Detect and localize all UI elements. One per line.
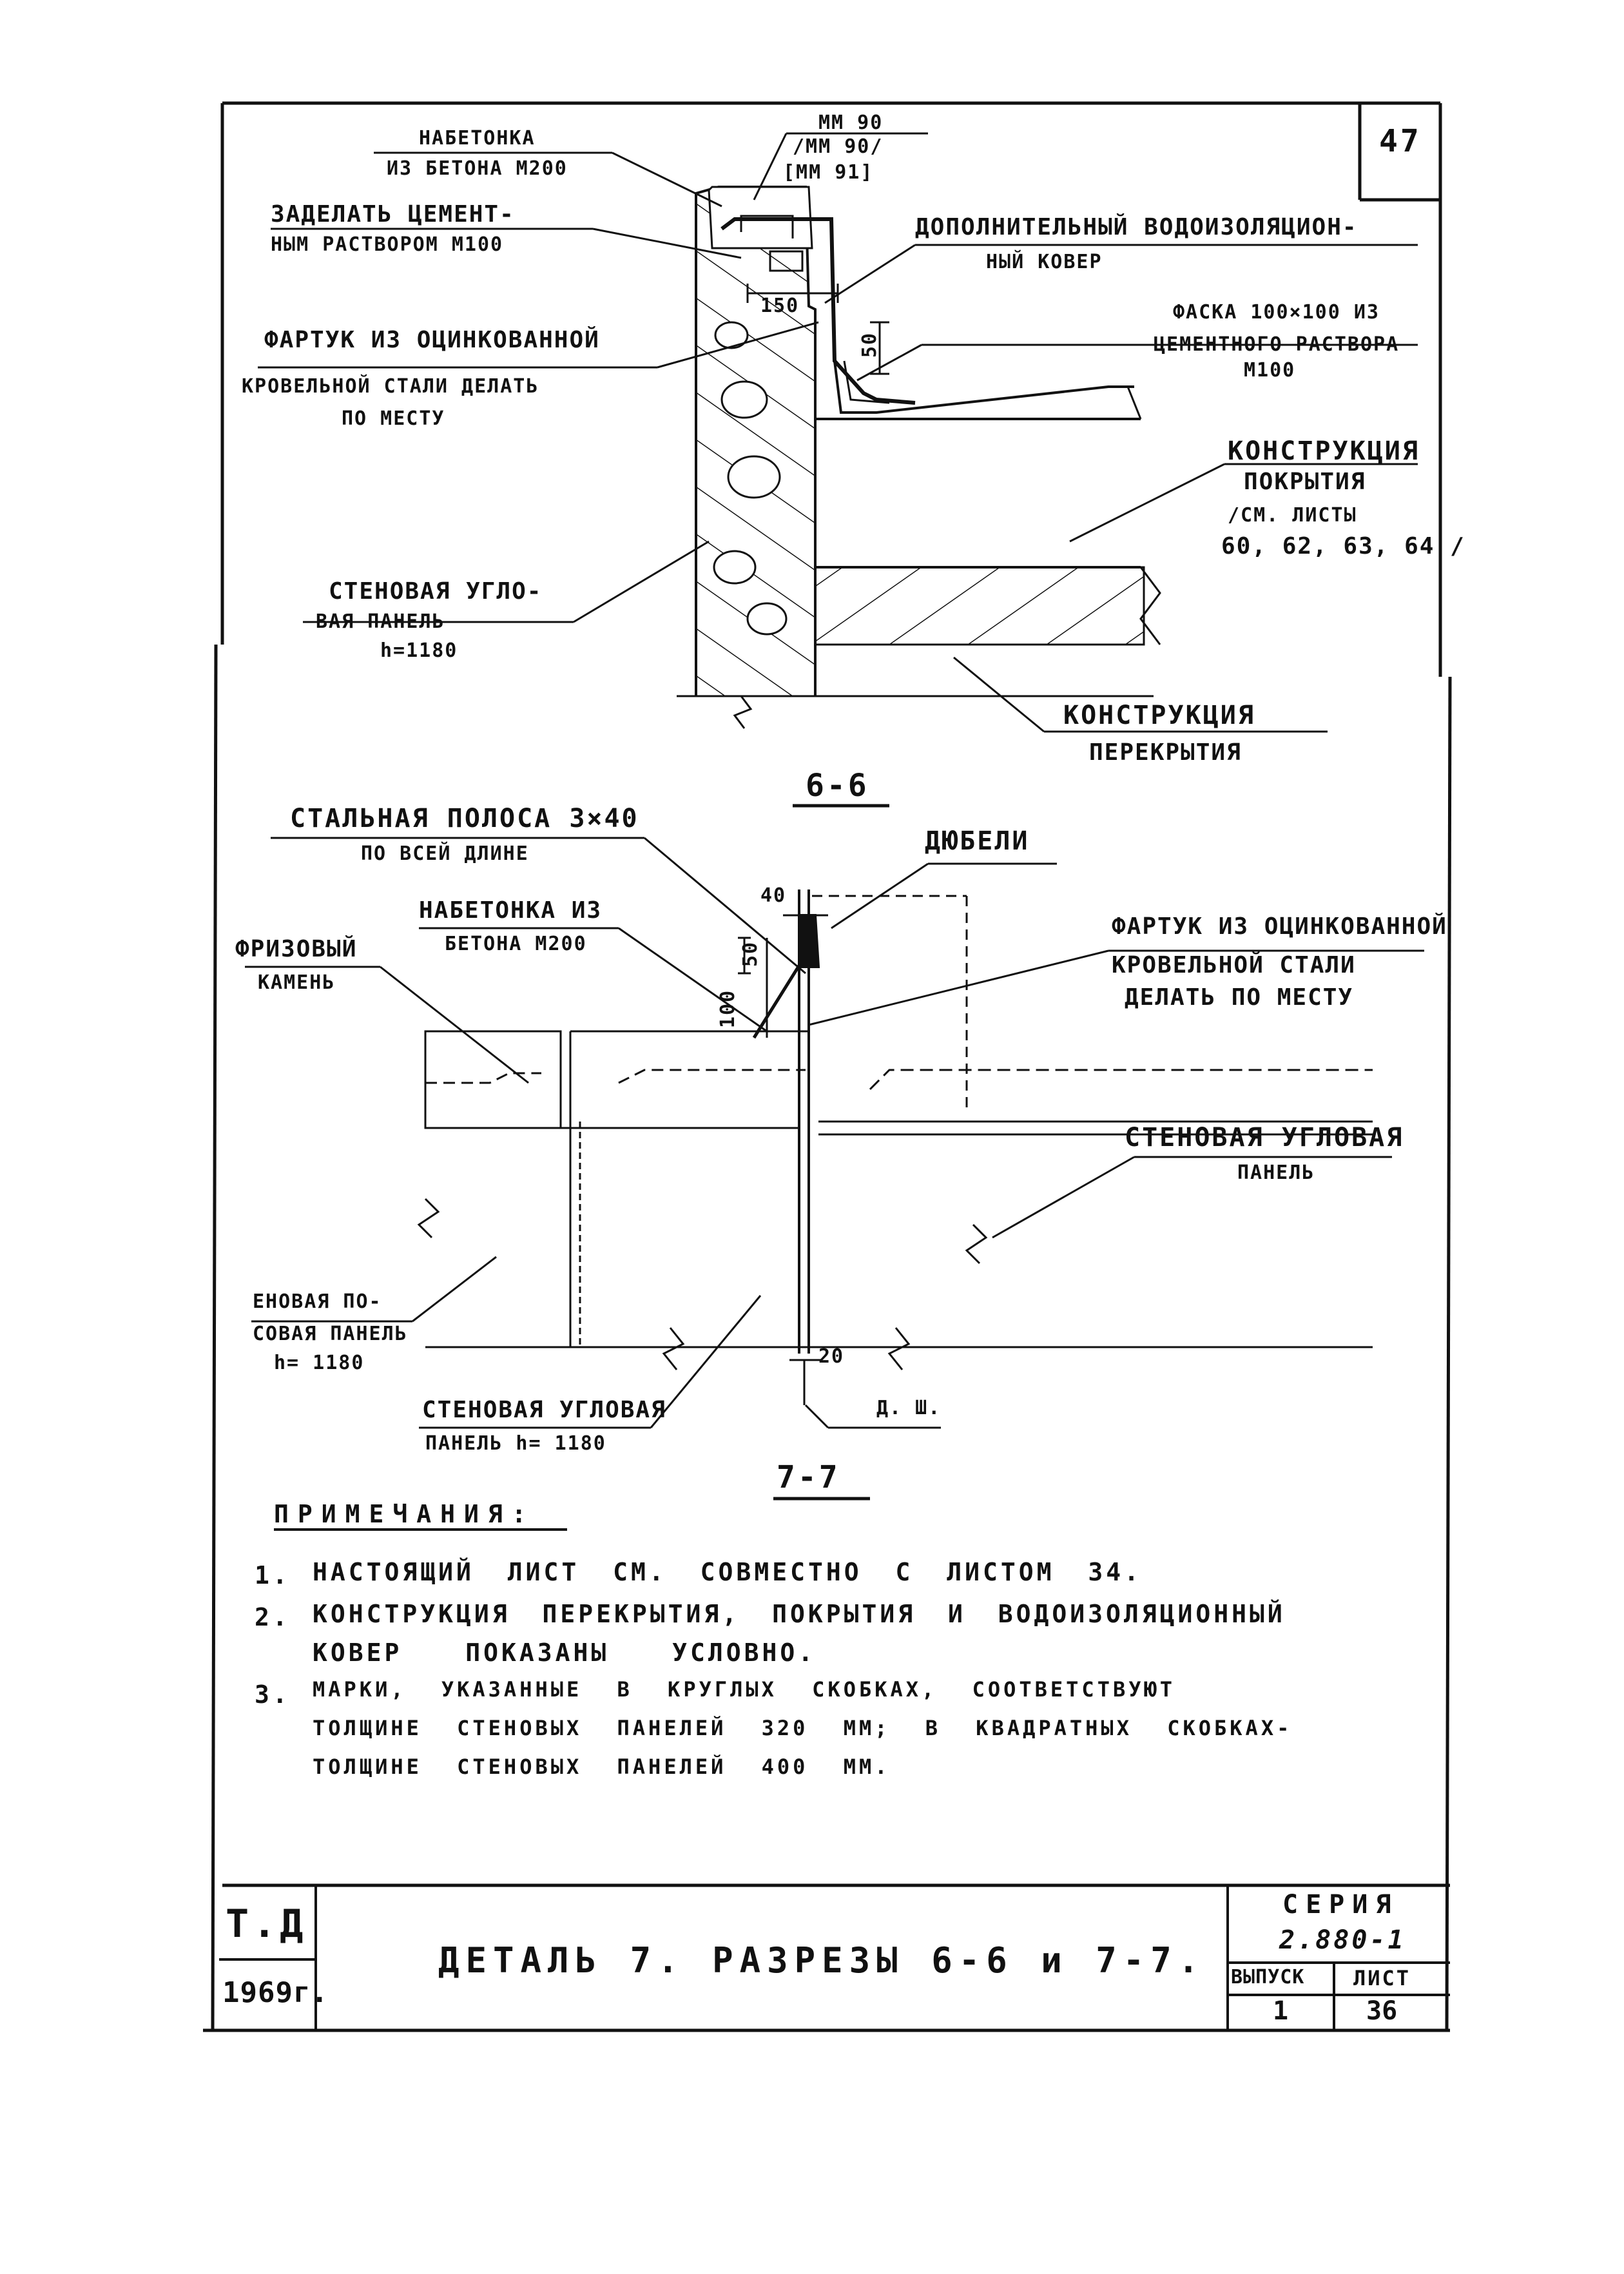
section-7-7-drawing bbox=[417, 889, 1373, 1405]
note-2-number: 2. bbox=[255, 1603, 291, 1631]
section-7-7-leaders bbox=[245, 837, 1424, 1531]
label-uglovaya-right-2: ПАНЕЛЬ bbox=[1237, 1161, 1315, 1184]
section-6-6-drawing bbox=[677, 186, 1161, 729]
title-block-vypusk-label: ВЫПУСК bbox=[1231, 1966, 1305, 1988]
section-title-6-6: 6-6 bbox=[806, 768, 869, 804]
sheet-number: 47 bbox=[1379, 123, 1422, 159]
label-poyasnaya-3: h= 1180 bbox=[274, 1352, 365, 1374]
section-6-6-leaders bbox=[258, 132, 1418, 808]
label-dsh: Д. Ш. bbox=[876, 1397, 942, 1419]
label-zadelat-1: ЗАДЕЛАТЬ ЦЕМЕНТ- bbox=[271, 201, 515, 228]
label-polosa-1: СТАЛЬНАЯ ПОЛОСА 3×40 bbox=[290, 804, 639, 833]
label-fartuk77-1: ФАРТУК ИЗ ОЦИНКОВАННОЙ bbox=[1112, 913, 1447, 940]
label-faska-2: ЦЕМЕНТНОГО РАСТВОРА bbox=[1154, 333, 1400, 356]
title-block-list-label: ЛИСТ bbox=[1353, 1966, 1411, 1990]
label-polosa-2: ПО ВСЕЙ ДЛИНЕ bbox=[361, 842, 529, 865]
label-frizovy-2: КАМЕНЬ bbox=[258, 971, 336, 994]
label-faska-3: М100 bbox=[1244, 359, 1296, 382]
label-pokr-2: ПОКРЫТИЯ bbox=[1244, 469, 1366, 495]
label-poyasnaya-2: СОВАЯ ПАНЕЛЬ bbox=[253, 1323, 408, 1345]
label-poyasnaya-1: ЕНОВАЯ ПО- bbox=[253, 1290, 382, 1313]
label-fartuk-2: КРОВЕЛЬНОЙ СТАЛИ ДЕЛАТЬ bbox=[242, 375, 539, 398]
label-kover-1: ДОПОЛНИТЕЛЬНЫЙ ВОДОИЗОЛЯЦИОН- bbox=[915, 214, 1358, 240]
label-panel-1: СТЕНОВАЯ УГЛО- bbox=[329, 578, 543, 605]
note-1-text: НАСТОЯЩИЙ ЛИСТ СМ. СОВМЕСТНО С ЛИСТОМ 34… bbox=[313, 1558, 1142, 1586]
label-marks-3: [ММ 91] bbox=[783, 161, 874, 184]
sheet-frame bbox=[203, 101, 1452, 2032]
label-marks-2: /ММ 90/ bbox=[793, 135, 884, 158]
dim-150: 150 bbox=[760, 295, 800, 317]
label-uglovaya-right-1: СТЕНОВАЯ УГЛОВАЯ bbox=[1125, 1123, 1404, 1152]
note-1-number: 1. bbox=[255, 1561, 291, 1589]
note-3-line-2: ТОЛЩИНЕ СТЕНОВЫХ ПАНЕЛЕЙ 320 ММ; В КВАДР… bbox=[313, 1716, 1293, 1740]
title-block-year: 1969г. bbox=[222, 1976, 329, 2009]
label-perekr-2: ПЕРЕКРЫТИЯ bbox=[1089, 739, 1242, 766]
label-zadelat-2: НЫМ РАСТВОРОМ М100 bbox=[271, 233, 504, 256]
label-kover-2: НЫЙ КОВЕР bbox=[986, 251, 1103, 273]
dim-50-vertical: 50 bbox=[858, 331, 882, 358]
label-pokr-3: /СМ. ЛИСТЫ bbox=[1228, 504, 1357, 527]
label-pokr-1: КОНСТРУКЦИЯ bbox=[1228, 436, 1420, 466]
label-panel-3: h=1180 bbox=[380, 639, 458, 662]
label-fartuk77-3: ДЕЛАТЬ ПО МЕСТУ bbox=[1125, 984, 1354, 1011]
note-2-line-1: КОНСТРУКЦИЯ ПЕРЕКРЫТИЯ, ПОКРЫТИЯ И ВОДОИ… bbox=[313, 1600, 1286, 1628]
drawing-title: ДЕТАЛЬ 7. РАЗРЕЗЫ 6-6 и 7-7. bbox=[438, 1940, 1206, 1981]
note-3-number: 3. bbox=[255, 1680, 291, 1709]
label-dyubeli: ДЮБЕЛИ bbox=[925, 826, 1030, 856]
label-fartuk-1: ФАРТУК ИЗ ОЦИНКОВАННОЙ bbox=[264, 327, 600, 353]
label-uglovaya-bottom-1: СТЕНОВАЯ УГЛОВАЯ bbox=[422, 1397, 666, 1423]
label-pokr-4: 60, 62, 63, 64 / bbox=[1221, 533, 1465, 559]
dim-100: 100 bbox=[717, 989, 740, 1029]
title-block-lines bbox=[219, 1885, 1450, 2030]
label-uglovaya-bottom-2: ПАНЕЛЬ h= 1180 bbox=[425, 1432, 606, 1455]
label-fartuk77-2: КРОВЕЛЬНОЙ СТАЛИ bbox=[1112, 952, 1356, 978]
note-2-line-2: КОВЕР ПОКАЗАНЫ УСЛОВНО. bbox=[313, 1638, 817, 1667]
title-block-seriya-value: 2.880-1 bbox=[1279, 1925, 1406, 1955]
label-fartuk-3: ПО МЕСТУ bbox=[342, 407, 445, 430]
title-block-seriya-label: СЕРИЯ bbox=[1282, 1890, 1399, 1919]
section-title-7-7: 7-7 bbox=[777, 1459, 840, 1495]
label-marks-1: ММ 90 bbox=[818, 112, 884, 134]
dim-50: 50 bbox=[739, 940, 762, 967]
label-frizovy-1: ФРИЗОВЫЙ bbox=[235, 936, 358, 962]
dim-40: 40 bbox=[760, 884, 787, 907]
title-block-vypusk-value: 1 bbox=[1273, 1996, 1289, 2026]
label-perekr-1: КОНСТРУКЦИЯ bbox=[1063, 701, 1255, 730]
note-3-line-3: ТОЛЩИНЕ СТЕНОВЫХ ПАНЕЛЕЙ 400 ММ. bbox=[313, 1754, 891, 1779]
notes-heading: ПРИМЕЧАНИЯ: bbox=[274, 1500, 536, 1528]
dim-20: 20 bbox=[818, 1345, 845, 1368]
label-nabetonka-1: НАБЕТОНКА bbox=[419, 127, 536, 150]
title-block-list-value: 36 bbox=[1366, 1996, 1398, 2026]
label-panel-2: ВАЯ ПАНЕЛЬ bbox=[316, 610, 445, 633]
title-block-org: Т.Д bbox=[226, 1901, 307, 1947]
label-nabetonka77-2: БЕТОНА М200 bbox=[445, 933, 587, 955]
label-nabetonka-2: ИЗ БЕТОНА М200 bbox=[387, 157, 568, 180]
label-nabetonka77-1: НАБЕТОНКА ИЗ bbox=[419, 897, 603, 924]
note-3-line-1: МАРКИ, УКАЗАННЫЕ В КРУГЛЫХ СКОБКАХ, СООТ… bbox=[313, 1677, 1176, 1702]
label-faska-1: ФАСКА 100×100 ИЗ bbox=[1173, 301, 1380, 324]
